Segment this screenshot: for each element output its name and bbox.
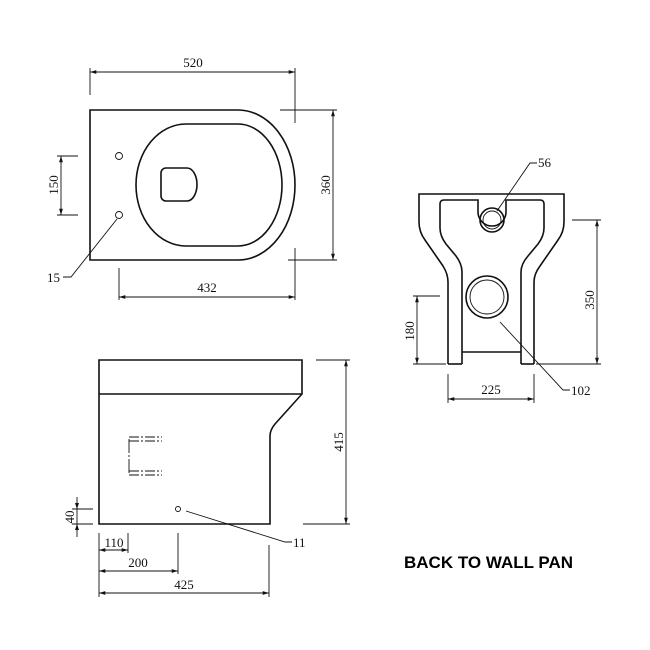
seat-rim: [135, 123, 283, 247]
top-view: 520 360 150 432 15: [46, 55, 337, 300]
hidden-outlet-lines: [128, 436, 162, 476]
fixing-hole-bottom: [115, 211, 123, 219]
inlet-inner: [482, 210, 502, 230]
dim-outlet-height: 180: [402, 321, 417, 341]
side-fixing-hole: [175, 506, 181, 512]
outlet-outer: [465, 275, 509, 319]
pan-outline-rear: [418, 193, 565, 364]
side-view: 11 415 40 110 200 425: [62, 359, 350, 597]
bowl-opening: [160, 167, 198, 202]
dim-length: 425: [174, 577, 194, 592]
dim-200: 200: [128, 555, 148, 570]
dim-110: 110: [104, 535, 123, 550]
label-fixing-hole: 15: [47, 270, 60, 285]
dim-width: 520: [183, 55, 203, 70]
drawing-title: BACK TO WALL PAN: [404, 553, 573, 572]
dim-outlet-width: 225: [481, 382, 501, 397]
pan-outline-side: [98, 359, 303, 525]
label-inlet: 56: [538, 155, 552, 170]
label-outlet: 102: [571, 383, 591, 398]
inlet-outer: [479, 207, 505, 233]
inner-cavity: [439, 199, 545, 364]
label-hole-diameter: 11: [293, 535, 306, 550]
rear-view: 56 102 350 180 225: [402, 155, 601, 403]
dim-hole-height: 40: [62, 511, 77, 524]
dim-fixing-spacing: 150: [46, 175, 61, 195]
dim-projection: 432: [197, 280, 217, 295]
dim-side-height: 415: [331, 432, 346, 452]
dim-depth: 360: [318, 175, 333, 195]
pan-outline-top: [89, 109, 296, 261]
dim-height: 350: [582, 290, 597, 310]
fixing-hole-top: [115, 152, 123, 160]
outlet-inner: [469, 279, 505, 315]
